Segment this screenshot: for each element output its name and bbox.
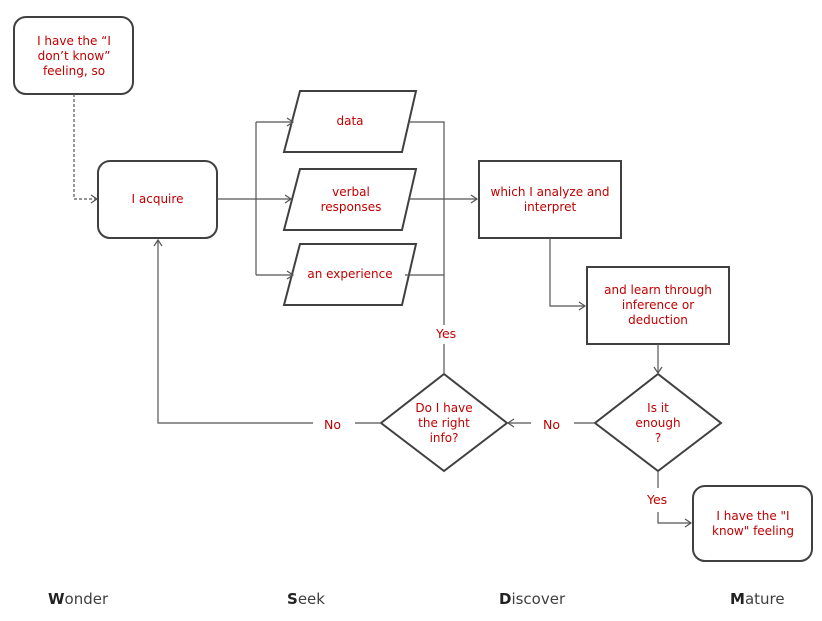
node-experience: an experience <box>307 267 393 281</box>
arrowhead <box>506 418 515 428</box>
node-verbal-shape <box>282 168 418 231</box>
arrowhead <box>90 194 99 204</box>
connector-enough-yes-b <box>657 512 691 524</box>
node-enough: Is it enough ? <box>635 400 681 445</box>
node-data: data <box>336 114 364 128</box>
edge-label-yes-right-info: Yes <box>432 326 461 341</box>
node-analyze: which I analyze and interpret <box>490 184 610 214</box>
connector-data-merge <box>410 121 445 325</box>
node-learn-shape <box>586 266 730 345</box>
edge-label-no-enough: No <box>539 417 564 432</box>
edge-label-no-right-info: No <box>320 417 345 432</box>
arrowhead <box>653 366 663 375</box>
node-know-end: I have the "I know" feeling <box>712 508 794 538</box>
connector-right-info-no-b <box>157 240 313 424</box>
edge-label-yes-enough: Yes <box>643 492 672 507</box>
arrowhead <box>286 270 295 280</box>
node-data-shape <box>282 90 418 153</box>
arrowhead <box>470 194 479 204</box>
arrowhead <box>284 194 293 204</box>
node-right-info-shape <box>379 372 509 473</box>
node-wonder-start: I have the “I don’t know” feeling, so <box>37 33 111 78</box>
arrowhead <box>286 117 295 127</box>
node-know-end-shape <box>692 485 813 562</box>
node-learn: and learn through inference or deduction <box>604 283 712 327</box>
phase-discover: Discover <box>499 590 566 608</box>
node-verbal: verbal responses <box>320 184 382 214</box>
phase-mature: Mature <box>730 590 785 608</box>
arrowhead <box>153 238 163 247</box>
arrowhead <box>684 518 693 528</box>
arrowhead <box>578 301 587 311</box>
node-experience-shape <box>282 243 418 306</box>
node-right-info: Do I have the right info? <box>415 400 473 445</box>
phase-wonder: Wonder <box>48 590 109 608</box>
phase-seek: Seek <box>287 590 325 608</box>
node-analyze-shape <box>478 160 622 239</box>
connector-wonder-to-acquire <box>73 94 96 200</box>
node-acquire: I acquire <box>131 192 184 206</box>
connector-analyze-to-learn <box>549 238 585 307</box>
